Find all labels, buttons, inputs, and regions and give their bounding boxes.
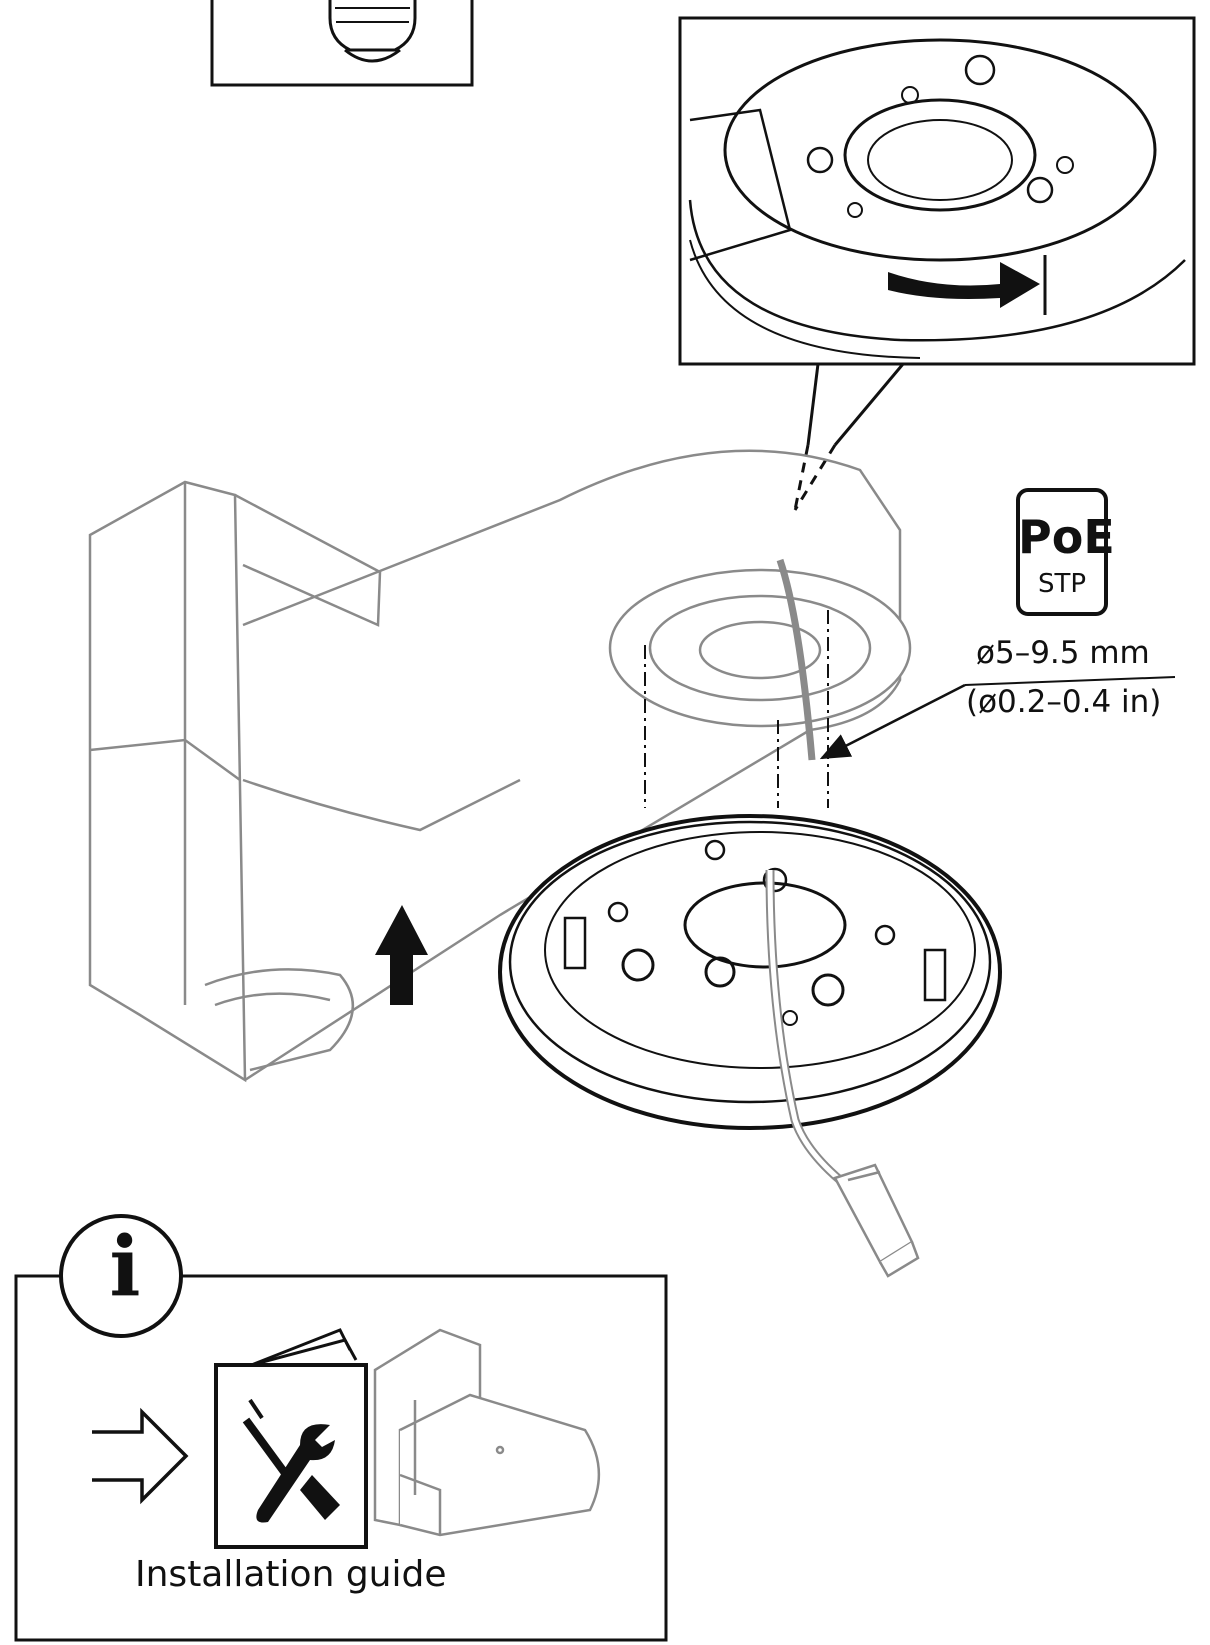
back-box-plate [498, 814, 1002, 1184]
info-panel [14, 1214, 668, 1642]
poe-label: PoE [1018, 510, 1115, 564]
network-cable-connector [833, 1163, 920, 1278]
bracket-preview-image [373, 1328, 601, 1537]
zoom-callout-lines [793, 363, 905, 511]
cable-type-label: STP [1037, 569, 1087, 599]
poe-badge-icon [1016, 488, 1108, 616]
mount-zoom-detail [678, 16, 1196, 366]
cable-diameter-in: (ø0.2–0.4 in) [966, 684, 1162, 720]
rotate-right-arrow-icon [888, 255, 1047, 315]
camera-detail-box [210, 0, 474, 87]
hollow-right-arrow-icon [92, 1407, 189, 1505]
alignment-guides [644, 610, 829, 808]
wall-bracket [88, 449, 912, 1083]
info-circle-icon [59, 1214, 183, 1338]
info-symbol: i [109, 1219, 141, 1315]
cable-spec-leader [819, 676, 1176, 760]
manual-tools-icon [214, 1328, 368, 1549]
arrow-up-icon [375, 905, 428, 1005]
cable-diameter-mm: ø5–9.5 mm [976, 635, 1150, 671]
installation-guide-caption: Installation guide [135, 1554, 447, 1595]
